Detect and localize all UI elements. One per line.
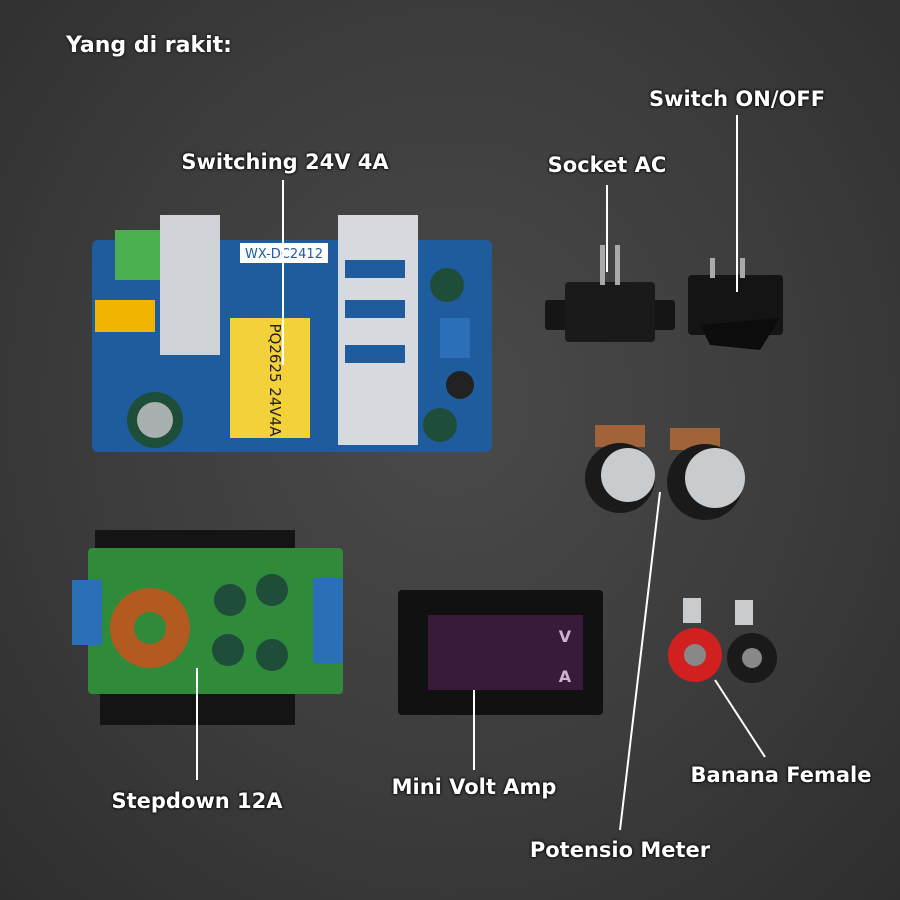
page-title: Yang di rakit:	[66, 33, 232, 58]
label-volt-amp: Mini Volt Amp	[391, 775, 557, 799]
label-switching: Switching 24V 4A	[181, 150, 389, 174]
socket-ac	[545, 245, 675, 342]
meter-a-label: A	[559, 667, 572, 686]
stepdown-board	[72, 530, 343, 725]
label-stepdown: Stepdown 12A	[111, 789, 283, 813]
meter-v-label: V	[559, 627, 572, 646]
volt-amp-meter: V A	[398, 590, 603, 715]
banana-female-jacks	[668, 598, 777, 683]
label-banana: Banana Female	[690, 763, 872, 787]
potentiometers	[585, 425, 745, 520]
leader-lines	[196, 115, 766, 831]
transformer-label: PQ2625 24V4A	[266, 324, 284, 438]
label-potensio: Potensio Meter	[529, 838, 711, 862]
label-switch: Switch ON/OFF	[648, 87, 826, 111]
switch-on-off	[688, 258, 783, 350]
label-socket-ac: Socket AC	[547, 153, 667, 177]
switching-power-supply: PQ2625 24V4A WX-DC2412	[92, 215, 492, 452]
